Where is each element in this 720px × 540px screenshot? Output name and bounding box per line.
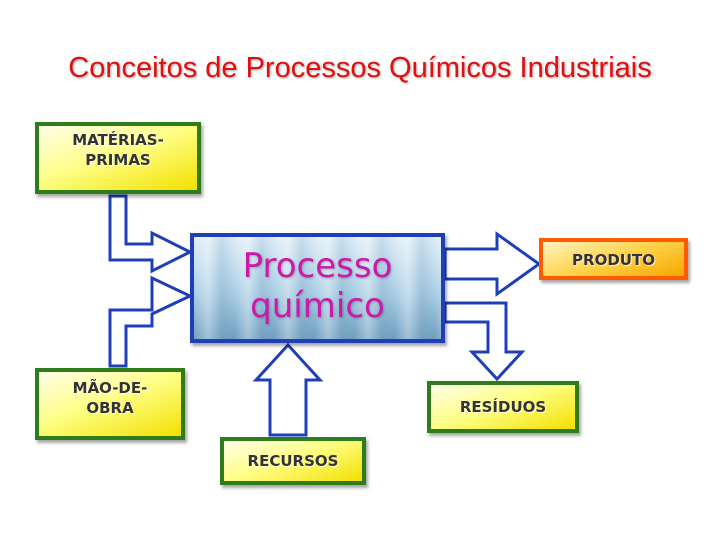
diagram-title: Conceitos de Processos Químicos Industri…: [68, 52, 652, 84]
process-label-line2: químico: [250, 286, 385, 326]
arrow-mao-to-process: [108, 275, 194, 368]
produto-label: PRODUTO: [572, 251, 655, 269]
mao-de-obra-box: MÃO-DE- OBRA: [35, 368, 185, 440]
arrow-recursos-to-process: [252, 342, 324, 437]
arrow-process-to-residuos: [443, 301, 526, 382]
mao-de-obra-line2: OBRA: [86, 399, 134, 417]
arrow-materias-to-process: [108, 194, 194, 274]
recursos-box: RECURSOS: [220, 437, 366, 485]
residuos-label: RESÍDUOS: [459, 398, 547, 416]
residuos-box: RESÍDUOS: [427, 381, 579, 433]
process-box: Processo químico: [190, 233, 445, 343]
materias-primas-line1: MATÉRIAS-: [72, 131, 164, 149]
materias-primas-line2: PRIMAS: [85, 151, 151, 169]
process-label-line1: Processo: [242, 246, 393, 286]
mao-de-obra-line1: MÃO-DE-: [72, 379, 148, 397]
produto-box: PRODUTO: [539, 238, 688, 280]
materias-primas-box: MATÉRIAS- PRIMAS: [35, 122, 201, 194]
recursos-label: RECURSOS: [247, 452, 339, 470]
arrow-process-to-produto: [443, 231, 542, 297]
